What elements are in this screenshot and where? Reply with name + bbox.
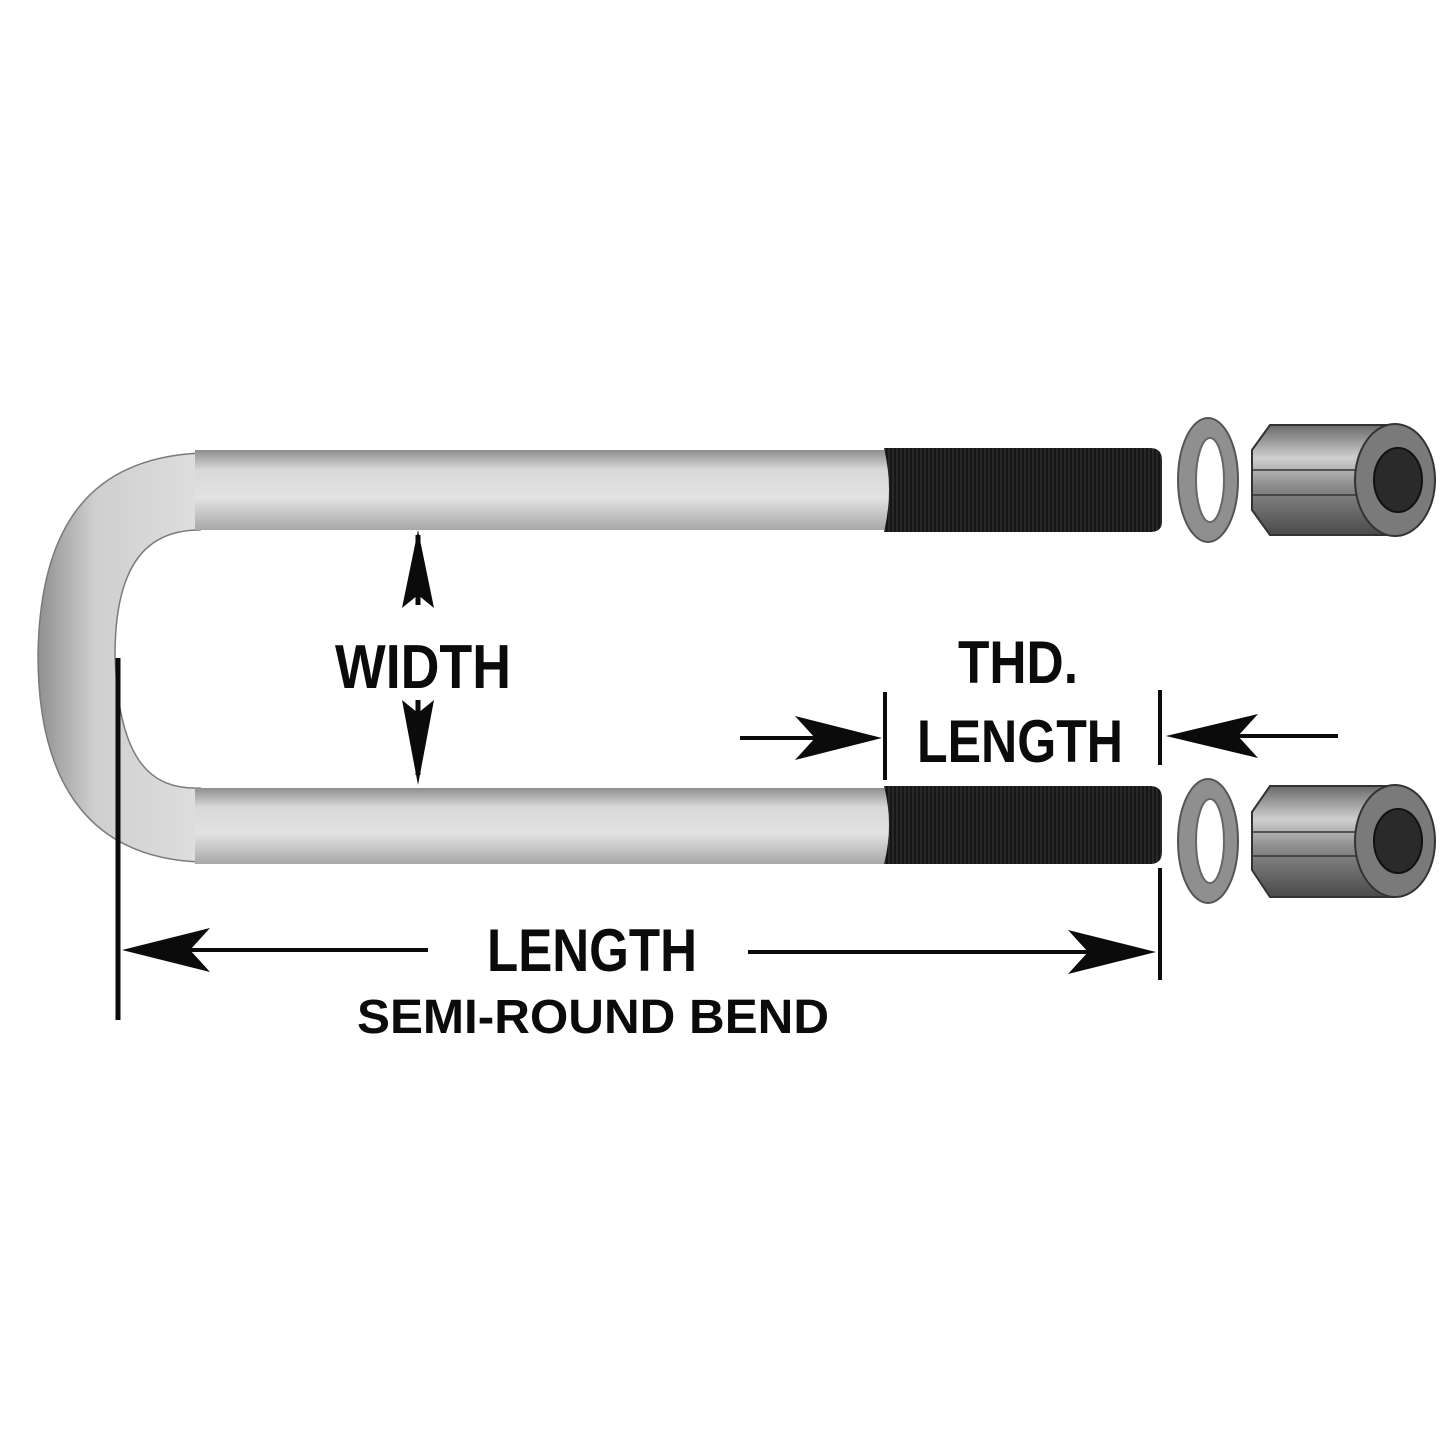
upper-hex-nut [1251, 423, 1436, 537]
u-bolt-lower-leg [195, 788, 890, 864]
lower-hex-nut [1251, 784, 1436, 898]
u-bolt-upper-leg [195, 450, 890, 530]
u-bolt [37, 448, 1162, 864]
lower-washer [1177, 778, 1239, 904]
upper-washer [1177, 417, 1239, 543]
upper-hardware [1177, 417, 1436, 543]
length-label: LENGTH [487, 917, 697, 984]
thread-label-line1: THD. [958, 629, 1078, 696]
lower-leg-thread [884, 786, 1162, 864]
upper-leg-thread [884, 448, 1162, 532]
dimension-lines [115, 530, 1338, 1020]
lower-hardware [1177, 778, 1436, 904]
u-bolt-bend [37, 452, 201, 863]
width-label: WIDTH [335, 633, 511, 702]
bend-type-label: SEMI-ROUND BEND [357, 991, 829, 1044]
thread-label-line2: LENGTH [917, 708, 1123, 775]
